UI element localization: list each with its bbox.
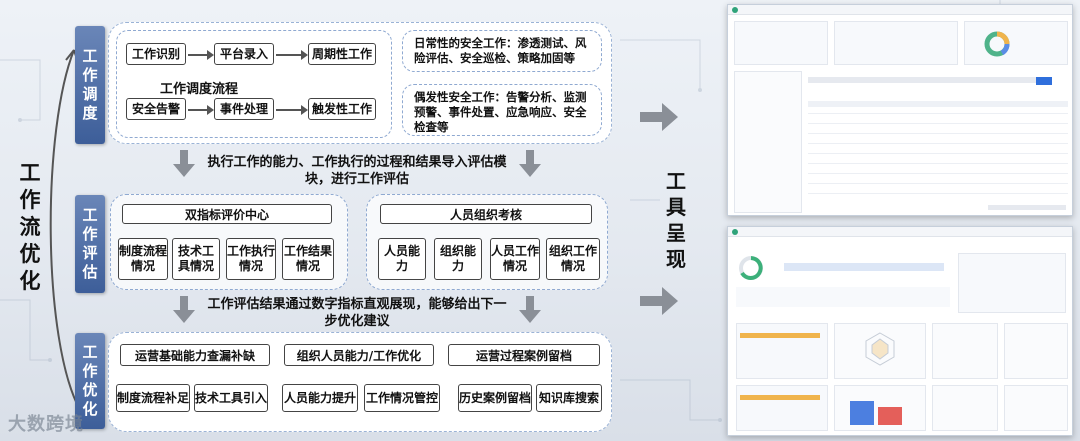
shot2-gauge [739,256,763,280]
tab-optimize-label: 工作优化 [82,343,98,418]
shot2-progress-bar-2 [740,395,820,400]
eval-result: 工作结果情况 [282,238,334,280]
side-label: 工作流优化 [19,161,41,293]
box-trigger-work: 触发性工作 [308,98,376,120]
shot1-row-8 [808,183,1068,184]
shot1-row-6 [808,163,1068,164]
periodic-desc: 日常性的安全工作：渗透测试、风险评估、安全巡检、策略加固等 [414,36,587,65]
shot1-row-5 [808,153,1068,154]
shot2-list-panel-1 [932,385,998,431]
eval-execution: 工作执行情况 [226,238,276,280]
present-arrow-top [640,103,678,131]
shot2-logo [732,229,738,235]
opt-staff-improve: 人员能力提升 [282,384,358,412]
tool-screenshot-top [727,4,1073,216]
eval-org-ability: 组织能力 [434,238,482,280]
watermark: 大数跨境 [8,414,84,435]
shot1-donut-chart [984,31,1010,57]
shot1-search-bar [808,77,1048,83]
arrow-handle-to-trigger [276,105,308,115]
shot1-pagination [988,205,1066,210]
tab-evaluate: 工作评估 [75,195,105,293]
arrow-identify-to-entry [188,50,214,60]
opt-header-staff: 组织人员能力/工作优化 [284,344,434,366]
eval-tools: 技术工具情况 [172,238,220,280]
transfer-text-2: 工作评估结果通过数字指标直观展现，能够给出下一步优化建议 [207,297,507,329]
shot1-row-2 [808,123,1068,124]
staff-org-title: 人员组织考核 [380,204,592,224]
arrow-alert-to-handle [188,105,214,115]
opt-header-case: 运营过程案例留档 [448,344,600,366]
arrow-entry-to-periodic [276,50,308,60]
box-event-handle: 事件处理 [214,98,274,120]
down-arrow-left-2 [173,296,195,323]
shot1-row-9 [808,193,1068,194]
down-arrow-left-1 [173,150,195,177]
eval-staff-work: 人员工作情况 [490,238,540,280]
box-security-alert: 安全告警 [126,98,186,120]
shot1-logo [732,7,738,13]
shot1-card3 [964,21,1068,65]
box-work-identify: 工作识别 [126,43,186,65]
present-arrow-bottom [640,287,678,315]
shot1-table-header [808,101,1068,107]
shot2-panel-right1 [932,323,998,379]
trigger-desc-box [402,84,602,136]
opt-work-control: 工作情况管控 [364,384,440,412]
eval-org-work: 组织工作情况 [546,238,600,280]
opt-policy-fill: 制度流程补足 [116,384,190,412]
shot1-card2 [834,21,958,65]
down-arrow-right-2 [519,296,541,323]
box-periodic-work: 周期性工作 [308,43,376,65]
shot1-topbar [728,5,1072,15]
eval-policy: 制度流程情况 [118,238,168,280]
opt-tool-intro: 技术工具引入 [194,384,268,412]
box-platform-entry: 平台录入 [214,43,274,65]
shot1-search-button [1036,77,1052,85]
shot2-topbar [728,227,1072,237]
transfer-text-1: 执行工作的能力、工作执行的过程和结果导入评估模块，进行工作评估 [207,155,507,187]
shot2-panel-bottom-left [736,385,828,431]
shot2-metrics-row [736,287,950,307]
shot1-row-7 [808,173,1068,174]
shot2-panel-left [736,323,828,379]
shot2-bar-blue [850,401,874,425]
shot2-list-panel-2 [1004,385,1068,431]
shot1-row-3 [808,133,1068,134]
eval-staff-ability: 人员能力 [378,238,426,280]
tab-dispatch: 工作调度 [75,26,105,144]
trigger-desc: 偶发性安全工作：告警分析、监测预警、事件处置、应急响应、安全检查等 [414,90,587,134]
down-arrow-right-1 [519,150,541,177]
shot1-row-1 [808,113,1068,114]
shot1-row-4 [808,143,1068,144]
tab-dispatch-label: 工作调度 [82,47,98,122]
present-label: 工具呈现 [666,169,686,271]
dispatch-flow-title: 工作调度流程 [160,82,239,97]
shot2-panel-right2 [1004,323,1068,379]
periodic-desc-box [402,30,602,72]
shot1-card1 [734,21,828,65]
opt-header-base: 运营基础能力查漏补缺 [120,344,270,366]
shot2-panel-mid [834,323,926,379]
shot2-progress-strip [784,263,944,271]
shot2-stat-grid [958,253,1066,313]
shot1-sidebar-tree [734,71,802,213]
tab-optimize: 工作优化 [75,333,105,429]
opt-case-archive: 历史案例留档 [458,384,532,412]
shot2-bar-red [878,407,902,425]
tool-screenshot-bottom [727,226,1073,436]
dual-index-title: 双指标评价中心 [122,204,332,224]
opt-knowledge-search: 知识库搜索 [536,384,602,412]
tab-evaluate-label: 工作评估 [82,206,98,281]
shot2-radar-chart [865,332,895,366]
shot2-progress-bar-1 [740,333,820,338]
